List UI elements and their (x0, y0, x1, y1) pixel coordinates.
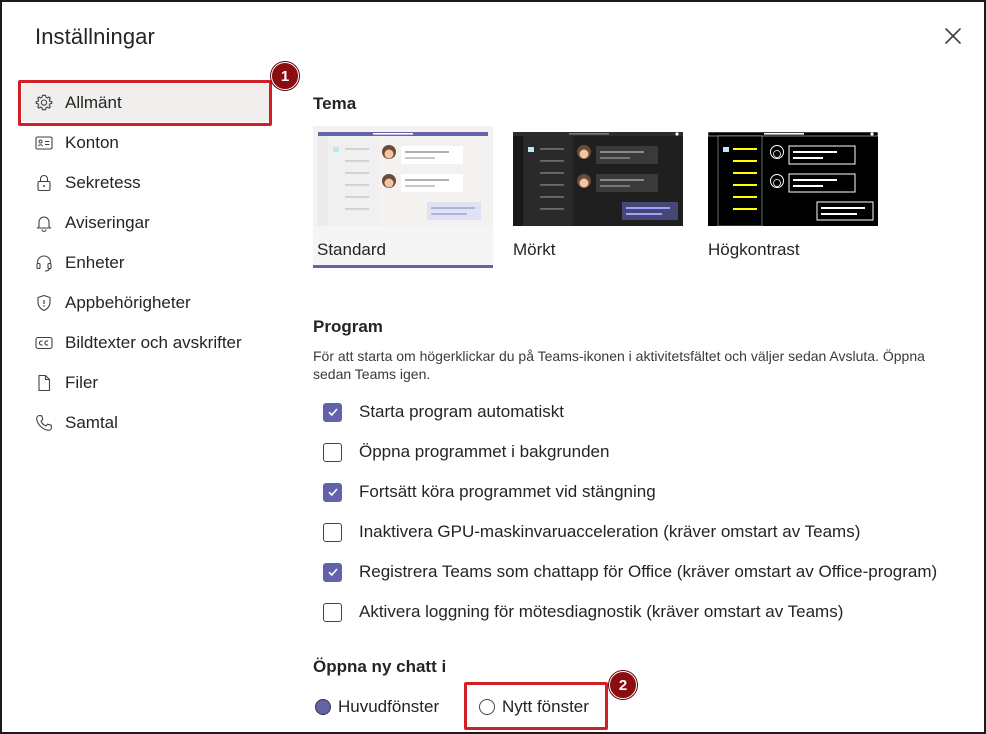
sidebar-item-aviseringar[interactable]: Aviseringar (22, 204, 270, 242)
theme-preview-high-contrast (707, 131, 879, 226)
program-section-title: Program (313, 317, 383, 336)
checkbox-row-logging[interactable]: Aktivera loggning för mötesdiagnostik (k… (323, 601, 843, 623)
sidebar-item-label: Bildtexter och avskrifter (65, 333, 242, 352)
dialog-title: Inställningar (35, 24, 155, 49)
id-card-icon (34, 133, 54, 153)
sidebar-item-filer[interactable]: Filer (22, 364, 270, 402)
sidebar-item-allmant[interactable]: Allmänt (22, 84, 270, 122)
checkbox[interactable] (323, 402, 342, 422)
radio-label: Huvudfönster (338, 697, 440, 716)
theme-label: Mörkt (513, 240, 556, 259)
sidebar-item-label: Appbehörigheter (65, 293, 191, 312)
sidebar-item-konton[interactable]: Konton (22, 124, 270, 162)
theme-preview-standard (313, 126, 493, 226)
checkbox-row-background[interactable]: Öppna programmet i bakgrunden (323, 441, 609, 463)
theme-option-standard[interactable]: Standard (313, 126, 493, 268)
phone-icon (34, 413, 54, 433)
theme-label: Högkontrast (708, 240, 800, 259)
sidebar-item-bildtexter[interactable]: Bildtexter och avskrifter (22, 324, 270, 362)
radio-label: Nytt fönster (502, 697, 589, 716)
theme-preview-dark (513, 132, 683, 226)
checkbox[interactable] (323, 482, 342, 502)
sidebar-item-samtal[interactable]: Samtal (22, 404, 270, 442)
callout-badge-2: 2 (609, 671, 637, 699)
checkbox[interactable] (323, 562, 342, 582)
radio-button[interactable] (479, 699, 495, 715)
sidebar-item-label: Filer (65, 373, 99, 392)
radio-row-main-window[interactable]: Huvudfönster (315, 696, 439, 718)
checkbox-label: Öppna programmet i bakgrunden (359, 442, 610, 461)
close-button[interactable] (940, 23, 966, 49)
sidebar-item-label: Samtal (65, 413, 118, 432)
gear-icon (34, 93, 54, 113)
checkbox[interactable] (323, 602, 342, 622)
closed-captions-icon (34, 333, 54, 353)
checkmark-icon (327, 488, 338, 497)
bell-icon (34, 213, 54, 233)
checkbox[interactable] (323, 522, 342, 542)
checkbox-label: Fortsätt köra programmet vid stängning (359, 482, 656, 501)
sidebar-item-label: Konton (65, 133, 119, 152)
sidebar-item-sekretess[interactable]: Sekretess (22, 164, 270, 202)
checkbox-row-autostart[interactable]: Starta program automatiskt (323, 401, 564, 423)
radio-button[interactable] (315, 699, 331, 715)
checkbox-label: Aktivera loggning för mötesdiagnostik (k… (359, 602, 844, 621)
checkbox-label: Registrera Teams som chattapp för Office… (359, 562, 938, 581)
new-chat-section-title: Öppna ny chatt i (313, 657, 447, 676)
checkbox-row-office-chat[interactable]: Registrera Teams som chattapp för Office… (323, 561, 937, 583)
file-icon (34, 373, 54, 393)
checkbox-row-gpu[interactable]: Inaktivera GPU-maskinvaruacceleration (k… (323, 521, 860, 543)
checkbox-label: Inaktivera GPU-maskinvaruacceleration (k… (359, 522, 861, 541)
close-icon (945, 28, 961, 44)
checkbox-label: Starta program automatiskt (359, 402, 565, 421)
lock-icon (34, 173, 54, 193)
sidebar-item-label: Sekretess (65, 173, 141, 192)
sidebar-item-appbehorigheter[interactable]: Appbehörigheter (22, 284, 270, 322)
headset-icon (34, 253, 54, 273)
checkbox[interactable] (323, 442, 342, 462)
theme-section-title: Tema (313, 94, 357, 113)
checkbox-row-keep-running[interactable]: Fortsätt köra programmet vid stängning (323, 481, 656, 503)
sidebar-item-label: Allmänt (65, 93, 122, 112)
theme-label: Standard (317, 240, 386, 259)
radio-row-new-window[interactable]: Nytt fönster (479, 696, 589, 718)
shield-icon (34, 293, 54, 313)
sidebar-item-enheter[interactable]: Enheter (22, 244, 270, 282)
checkmark-icon (327, 568, 338, 577)
program-description: För att starta om högerklickar du på Tea… (313, 348, 925, 382)
theme-option-hogkontrast[interactable]: Högkontrast (704, 126, 884, 268)
checkmark-icon (327, 408, 338, 417)
callout-badge-1: 1 (271, 62, 299, 90)
sidebar-item-label: Enheter (65, 253, 125, 272)
sidebar-item-label: Aviseringar (65, 213, 150, 232)
theme-option-morkt[interactable]: Mörkt (509, 126, 689, 268)
